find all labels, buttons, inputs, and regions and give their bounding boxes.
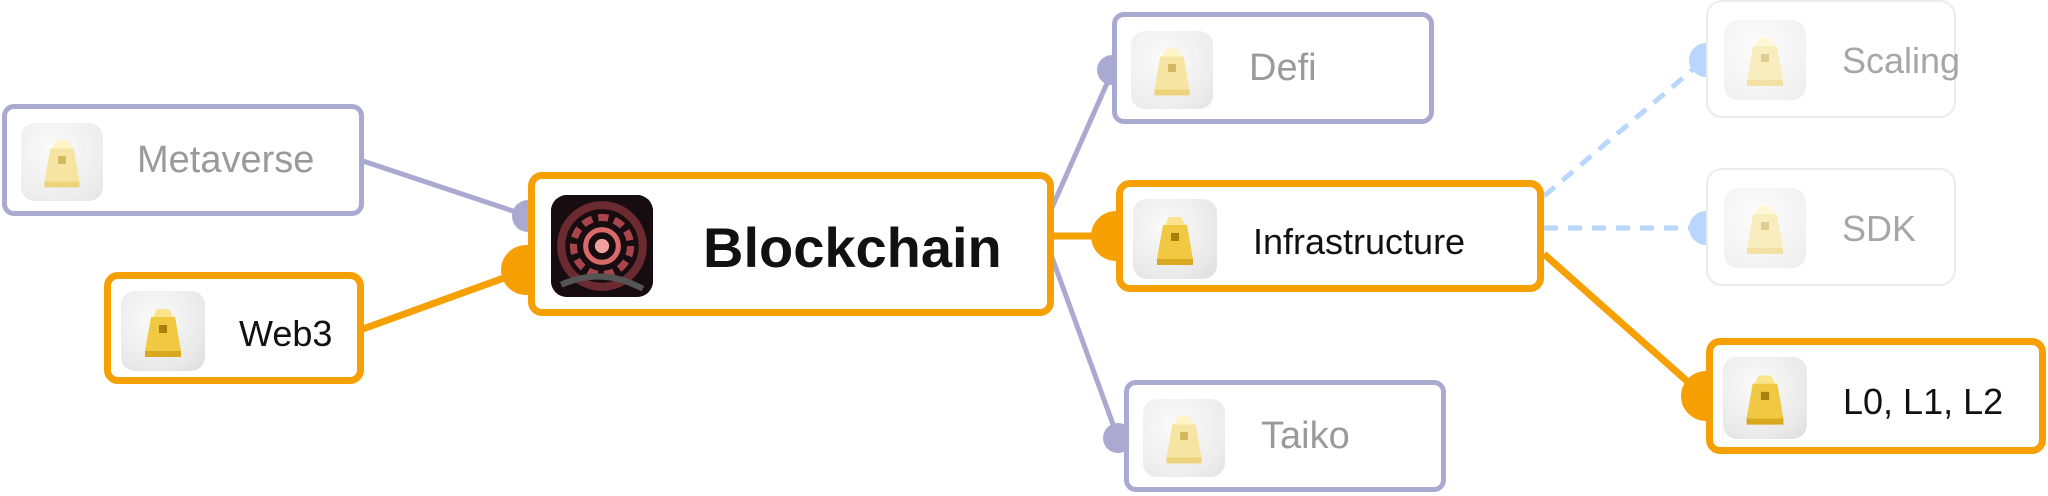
golden-box-icon xyxy=(1724,188,1806,268)
node-label: Metaverse xyxy=(137,139,315,181)
node-metaverse[interactable]: Metaverse xyxy=(2,104,364,216)
node-sdk[interactable]: SDK xyxy=(1706,168,1956,286)
node-label: Taiko xyxy=(1261,415,1350,457)
node-label: Blockchain xyxy=(703,216,1002,279)
edge-root-metaverse xyxy=(359,157,529,219)
golden-box-icon xyxy=(121,291,205,371)
node-scaling[interactable]: Scaling xyxy=(1706,0,1960,118)
node-blockchain[interactable]: Blockchain xyxy=(528,172,1054,316)
node-label: SDK xyxy=(1842,208,1917,249)
golden-box-icon xyxy=(1131,31,1213,109)
node-label: Infrastructure xyxy=(1253,221,1466,262)
node-taiko[interactable]: Taiko xyxy=(1124,380,1446,492)
golden-box-icon xyxy=(21,123,103,201)
edge-root-taiko xyxy=(1047,251,1121,439)
node-label: Web3 xyxy=(239,313,333,354)
edge-infrastructure-scaling xyxy=(1542,58,1706,198)
node-l0-l1-l2[interactable]: L0, L1, L2 xyxy=(1706,338,2046,454)
abstract-spiral-avatar-icon xyxy=(551,195,653,297)
node-defi[interactable]: Defi xyxy=(1112,12,1434,124)
node-label: Scaling xyxy=(1842,40,1961,81)
node-label: L0, L1, L2 xyxy=(1843,381,2004,422)
golden-box-icon xyxy=(1143,399,1225,477)
node-infrastructure[interactable]: Infrastructure xyxy=(1116,180,1544,292)
node-label: Defi xyxy=(1249,47,1317,89)
edge-infrastructure-layers xyxy=(1541,251,1709,401)
edge-root-web3 xyxy=(358,266,528,334)
node-web3[interactable]: Web3 xyxy=(104,272,364,384)
golden-box-icon xyxy=(1133,199,1217,279)
golden-box-icon xyxy=(1724,20,1806,100)
edge-root-defi xyxy=(1047,70,1115,214)
golden-box-icon xyxy=(1723,357,1807,439)
